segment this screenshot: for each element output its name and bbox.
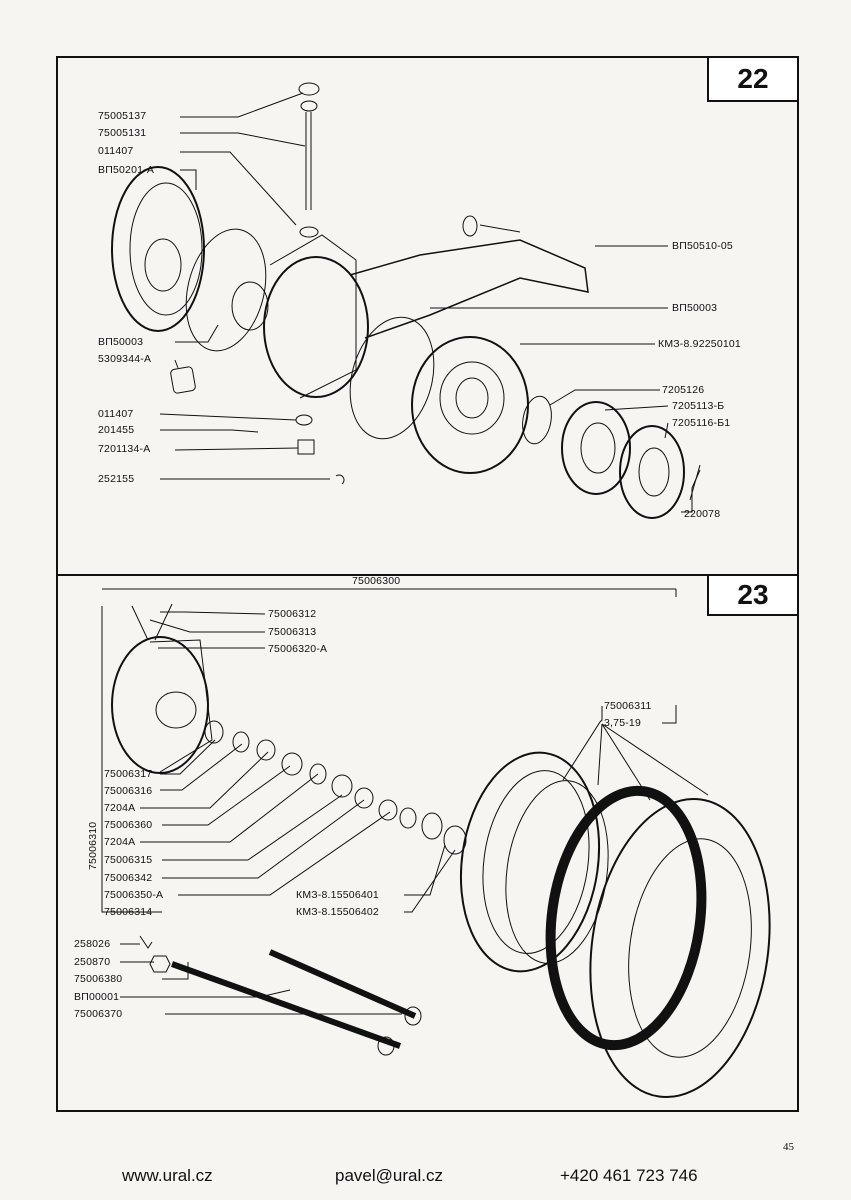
part-label-75006380: 75006380: [74, 973, 123, 985]
leader-line: [597, 723, 603, 786]
leader-line: [162, 794, 343, 861]
footer-phone: +420 461 723 746: [560, 1166, 698, 1185]
figure-23-panel: 23: [56, 574, 799, 1112]
part-label-250870: 250870: [74, 956, 111, 968]
part-label-252155: 252155: [98, 473, 135, 485]
leader-line: [160, 611, 266, 615]
footer-email[interactable]: pavel@ural.cz: [335, 1166, 443, 1185]
part-label-75006320-a: 75006320-А: [268, 643, 328, 655]
leader-line: [140, 751, 269, 809]
part-label-vp50510-05: ВП50510-05: [672, 240, 733, 252]
part-label-75006360: 75006360: [104, 819, 153, 831]
part-label-7204a: 7204А: [104, 802, 136, 814]
part-label-75006310: 75006310: [87, 821, 99, 870]
part-label-7205126: 7205126: [662, 384, 705, 396]
part-label-7204a: 7204А: [104, 836, 136, 848]
leader-line: [160, 743, 243, 791]
leader-line: [175, 324, 219, 343]
part-label-75006350-a: 75006350-А: [104, 889, 164, 901]
part-label-75006313: 75006313: [268, 626, 317, 638]
part-label-75005131: 75005131: [98, 127, 147, 139]
part-label-75006311: 75006311: [604, 700, 652, 712]
footer-website[interactable]: www.ural.cz: [122, 1166, 213, 1185]
leader-line: [180, 132, 306, 147]
part-label-220078: 220078: [684, 508, 721, 520]
leader-line: [180, 151, 297, 226]
part-label-7201134-a: 7201134-А: [98, 443, 151, 455]
part-label-7205116-b1: 7205116-Б1: [672, 417, 731, 429]
leader-line: [549, 389, 660, 406]
part-label-vp00001: ВП00001: [74, 991, 120, 1003]
part-label-75006342: 75006342: [104, 872, 153, 884]
leader-line: [140, 773, 319, 843]
figure-22-number: 22: [707, 56, 799, 102]
leader-line: [662, 705, 677, 724]
page-number: 45: [783, 1141, 794, 1153]
part-label-vp50003: ВП50003: [672, 302, 718, 314]
part-label-kmz-8-92250101: КМЗ-8.92250101: [658, 338, 741, 350]
leader-line: [149, 619, 265, 633]
leader-line: [180, 92, 304, 118]
part-label-vp50201-a: ВП50201-А: [98, 164, 155, 176]
part-label-tire-size: 3,75-19: [604, 717, 642, 729]
part-label-75006315: 75006315: [104, 854, 153, 866]
leader-line: [562, 706, 603, 781]
part-label-011407: 011407: [98, 145, 134, 157]
leader-line: [178, 811, 391, 896]
part-label-201455: 201455: [98, 424, 135, 436]
leader-line: [160, 739, 216, 775]
leader-line: [159, 413, 297, 421]
part-label-7205113-b: 7205113-Б: [672, 400, 725, 412]
figure-23-number: 23: [707, 574, 799, 616]
part-label-75006314: 75006314: [104, 906, 153, 918]
part-label-75005137: 75005137: [98, 110, 147, 122]
leader-line: [162, 765, 291, 826]
leader-line: [174, 359, 179, 369]
part-label-75006312: 75006312: [268, 608, 317, 620]
leader-line: [101, 606, 162, 913]
part-label-vp50003: ВП50003: [98, 336, 144, 348]
part-label-75006300: 75006300: [352, 575, 401, 587]
leader-line: [601, 723, 709, 796]
leader-line: [180, 169, 197, 190]
part-label-kmz-8-15506402: КМЗ-8.15506402: [296, 906, 379, 918]
part-label-kmz-8-15506401: КМЗ-8.15506401: [296, 889, 379, 901]
part-label-75006370: 75006370: [74, 1008, 123, 1020]
part-label-011407: 011407: [98, 408, 134, 420]
leader-line: [404, 849, 456, 913]
leader-line: [174, 447, 299, 451]
leader-line: [404, 844, 446, 896]
part-label-75006316: 75006316: [104, 785, 153, 797]
part-label-5309344-a: 5309344-А: [98, 353, 152, 365]
part-label-75006317: 75006317: [104, 768, 153, 780]
part-label-258026: 258026: [74, 938, 111, 950]
leader-line: [162, 799, 365, 879]
